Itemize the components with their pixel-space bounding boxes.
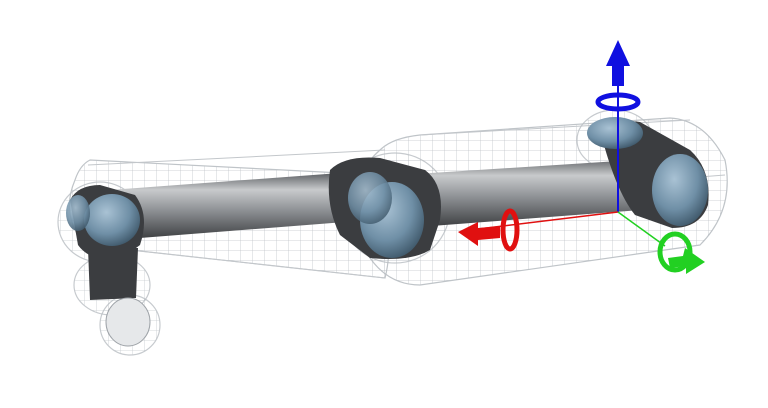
wrist-link[interactable]: [88, 248, 138, 300]
upper-arm-link[interactable]: [110, 173, 345, 240]
wrist-joint-cap-2[interactable]: [66, 195, 90, 231]
gizmo-x-rotate-ring[interactable]: [500, 208, 520, 252]
wrist-joint-cap-3[interactable]: [105, 297, 151, 347]
gizmo-y-arrow-icon[interactable]: [668, 248, 705, 274]
shoulder-joint-cap[interactable]: [652, 154, 708, 226]
elbow-joint-cap-2[interactable]: [348, 172, 392, 224]
forearm-link[interactable]: [400, 158, 668, 228]
gizmo-y-axis[interactable]: [617, 211, 666, 247]
gizmo-x-arrow-icon[interactable]: [458, 222, 500, 246]
wrist-joint-cap-1[interactable]: [84, 194, 140, 246]
base-joint-cap[interactable]: [587, 117, 643, 149]
robot-arm[interactable]: [66, 117, 709, 347]
gizmo-z-arrow-icon[interactable]: [606, 40, 630, 86]
gizmo-z-rotate-ring[interactable]: [595, 92, 641, 112]
transform-gizmo[interactable]: [458, 40, 705, 274]
